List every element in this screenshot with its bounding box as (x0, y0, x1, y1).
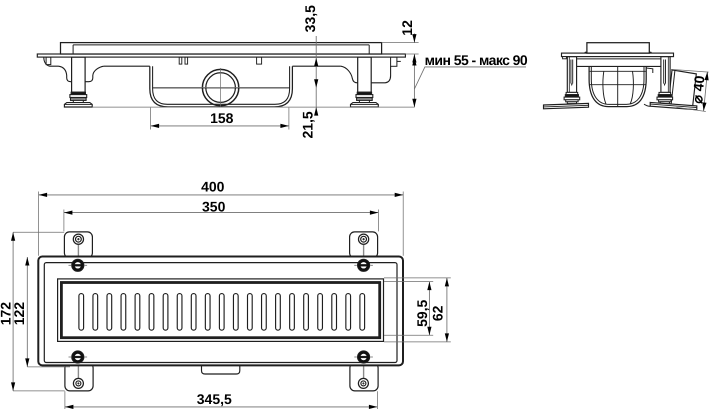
svg-text:⌀ 40: ⌀ 40 (689, 75, 708, 105)
svg-text:33,5: 33,5 (302, 5, 318, 32)
svg-text:158: 158 (210, 110, 234, 126)
svg-text:мин 55 - макс 90: мин 55 - макс 90 (425, 52, 528, 68)
svg-text:12: 12 (399, 20, 415, 36)
svg-text:345,5: 345,5 (197, 391, 232, 407)
svg-text:59,5: 59,5 (414, 299, 430, 326)
svg-text:172: 172 (0, 302, 13, 326)
svg-text:122: 122 (11, 302, 27, 326)
svg-text:400: 400 (201, 178, 225, 194)
svg-text:62: 62 (430, 305, 446, 321)
svg-text:350: 350 (202, 198, 226, 214)
svg-text:21,5: 21,5 (300, 111, 316, 138)
